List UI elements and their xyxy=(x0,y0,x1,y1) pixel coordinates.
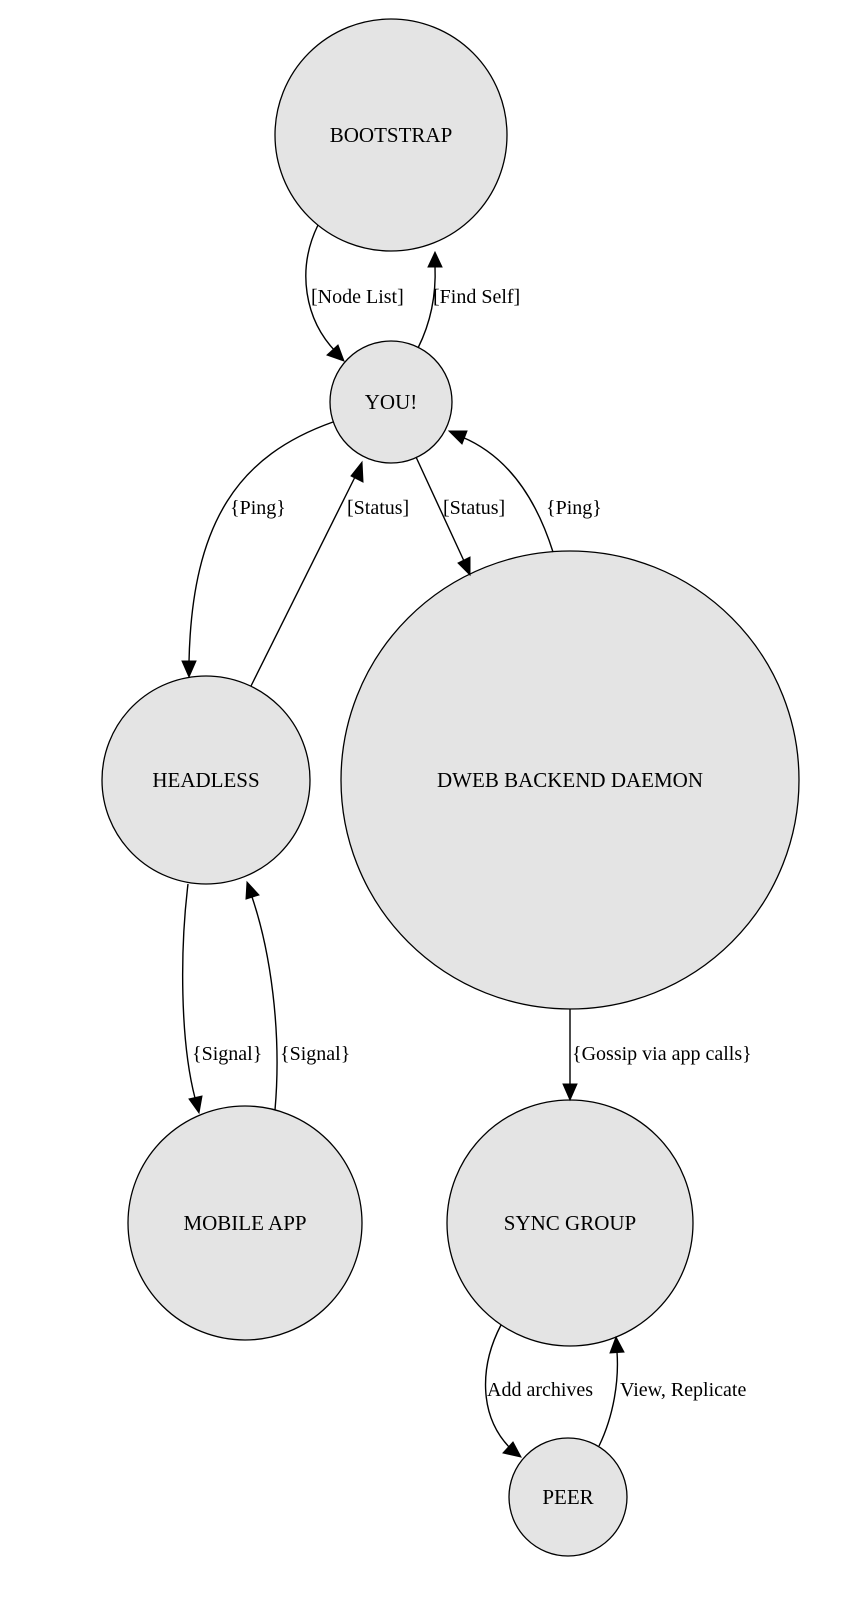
node-you-circle xyxy=(329,340,453,464)
edge-label-signal-left: {Signal} xyxy=(192,1043,262,1065)
edge-label-add-archives: Add archives xyxy=(487,1379,593,1401)
arrowhead-icon xyxy=(181,660,197,679)
node-dweb-backend-daemon: DWEB BACKEND DAEMON xyxy=(340,550,800,1010)
node-mobile-label: MOBILE APP xyxy=(183,1211,306,1235)
node-peer: PEER xyxy=(508,1437,628,1557)
node-sync-group: SYNC GROUP xyxy=(446,1099,694,1347)
arrowhead-icon xyxy=(427,250,443,268)
node-bootstrap-circle xyxy=(274,18,508,252)
node-bootstrap: BOOTSTRAP xyxy=(274,18,508,252)
node-peer-label: PEER xyxy=(542,1485,593,1509)
edge-you-to-headless: {Ping} xyxy=(181,421,334,679)
edge-mobile-to-headless: {Signal} xyxy=(245,880,350,1111)
node-dweb-label: DWEB BACKEND DAEMON xyxy=(437,768,703,792)
edge-label-gossip: {Gossip via app calls} xyxy=(572,1043,752,1065)
edge-peer-to-sync: View, Replicate xyxy=(598,1335,746,1447)
arrowhead-icon xyxy=(447,430,468,445)
edge-dweb-to-sync: {Gossip via app calls} xyxy=(562,1009,752,1102)
node-sync-label: SYNC GROUP xyxy=(504,1211,636,1235)
node-you: YOU! xyxy=(329,340,453,464)
edge-you-to-bootstrap: [Find Self] xyxy=(417,250,520,349)
edge-label-view-replicate: View, Replicate xyxy=(620,1379,746,1401)
node-bootstrap-label: BOOTSTRAP xyxy=(330,123,453,147)
edge-bootstrap-to-you: [Node List] xyxy=(305,224,404,362)
edge-label-ping-left: {Ping} xyxy=(230,497,286,519)
edge-label-status-right: [Status] xyxy=(443,497,505,519)
edge-label-ping-right: {Ping} xyxy=(546,497,602,519)
edge-label-status-left: [Status] xyxy=(347,497,409,519)
arrowhead-icon xyxy=(562,1083,578,1102)
arrowhead-icon xyxy=(609,1335,625,1354)
edge-label-find-self: [Find Self] xyxy=(433,286,520,308)
arrowhead-icon xyxy=(245,880,260,900)
edge-you-to-dweb: [Status] xyxy=(415,456,505,577)
edge-headless-to-mobile: {Signal} xyxy=(181,883,262,1115)
edge-dweb-to-you: {Ping} xyxy=(447,430,602,553)
node-mobile-circle xyxy=(127,1105,363,1341)
node-headless: HEADLESS xyxy=(101,675,311,885)
arrowhead-icon xyxy=(188,1095,203,1115)
arrowhead-icon xyxy=(457,556,471,577)
arrowhead-icon xyxy=(502,1441,522,1458)
node-peer-circle xyxy=(508,1437,628,1557)
edge-headless-to-you: [Status] xyxy=(250,460,409,687)
arrowhead-icon xyxy=(326,344,345,362)
arrowhead-icon xyxy=(350,460,364,483)
edge-sync-to-peer: Add archives xyxy=(484,1324,593,1458)
edge-label-signal-right: {Signal} xyxy=(280,1043,350,1065)
node-you-label: YOU! xyxy=(365,390,418,414)
node-mobile-app: MOBILE APP xyxy=(127,1105,363,1341)
edge-label-node-list: [Node List] xyxy=(311,286,404,308)
node-headless-label: HEADLESS xyxy=(152,768,259,792)
node-headless-circle xyxy=(101,675,311,885)
